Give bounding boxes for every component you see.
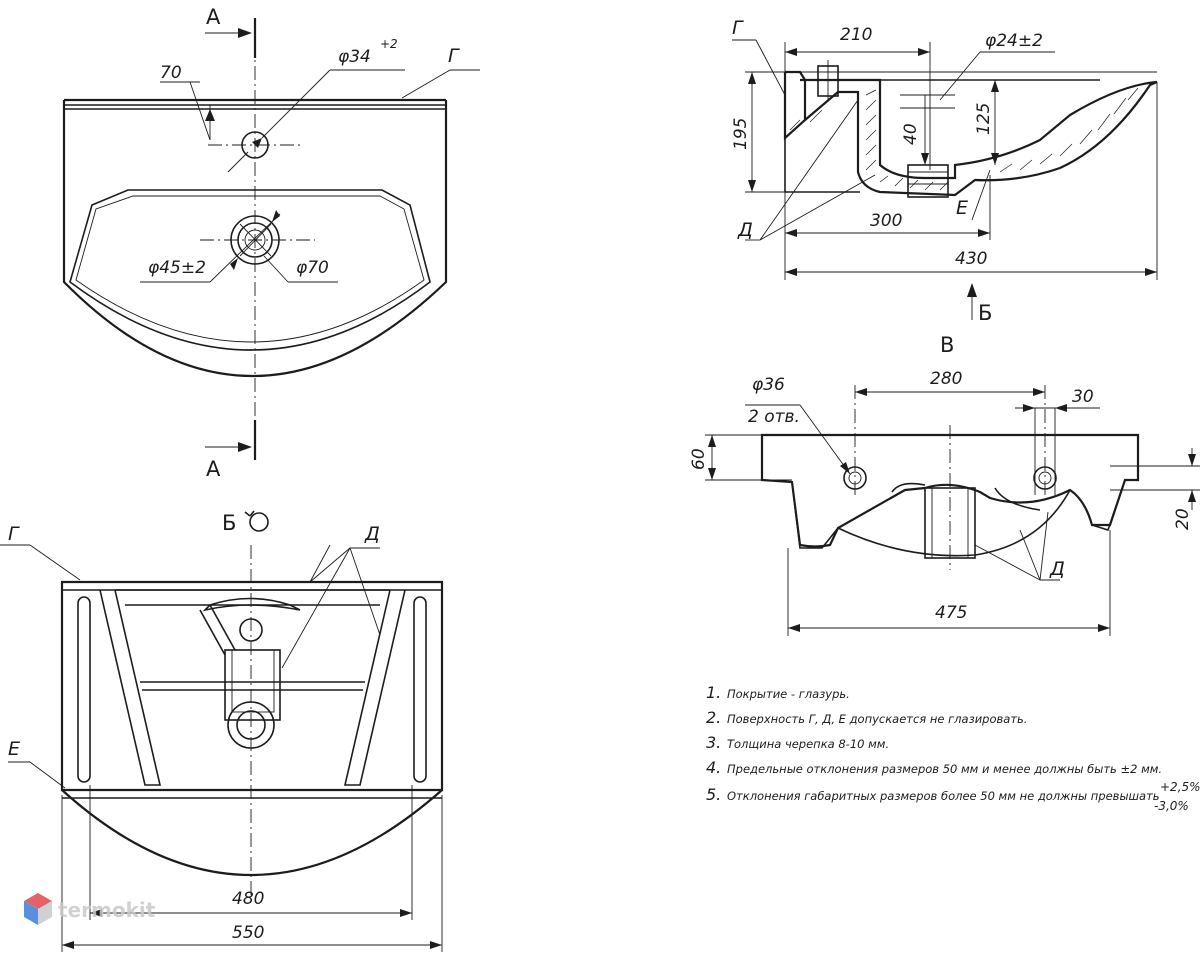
dim-280: 280 (930, 369, 962, 389)
side-outline (760, 433, 1140, 548)
dim-phi34-tol: +2 (380, 37, 398, 51)
dim-125: 125 (974, 103, 994, 135)
dim-300: 300 (870, 211, 902, 231)
note-5-text: Отклонения габаритных размеров более 50 … (727, 789, 1160, 803)
bowl-outline-top (69, 189, 431, 351)
note-4-number: 4. (706, 758, 721, 777)
dim-phi45: φ45±2 (148, 258, 206, 278)
dim-phi36: φ36 (752, 375, 785, 395)
dim-430: 430 (955, 249, 987, 269)
rear-view-title: Б (222, 511, 236, 535)
drain-outer-top (230, 215, 280, 265)
note-2-text: Поверхность Г, Д, Е допускается не глази… (727, 712, 1027, 726)
note-5-number: 5. (706, 785, 721, 804)
faucet-hole-top (241, 131, 269, 159)
dim-210: 210 (840, 25, 872, 45)
dim-480: 480 (232, 889, 264, 909)
dim-475: 475 (935, 603, 967, 623)
label-d-rear: Д (364, 523, 380, 545)
holes-count: 2 отв. (748, 407, 800, 427)
dim-phi24: φ24±2 (985, 31, 1043, 51)
basin-outline-top (62, 100, 448, 377)
dim-195: 195 (731, 118, 751, 150)
note-1-number: 1. (706, 683, 721, 702)
top-view: А А 70 φ34 +2 Г φ45±2 (62, 5, 480, 481)
label-d-side: Д (1049, 558, 1065, 580)
dim-phi70: φ70 (296, 258, 329, 278)
note-5-tol-plus: +2,5% (1160, 780, 1200, 794)
side-view: В 280 30 (689, 333, 1200, 636)
section-mark-a-top: А (206, 5, 221, 29)
label-e-rear: Е (8, 738, 20, 760)
label-g-top: Г (448, 45, 460, 67)
dim-40: 40 (901, 123, 921, 145)
note-1-text: Покрытие - глазурь. (727, 687, 850, 701)
side-view-title: В (940, 333, 954, 357)
section-rim-left (783, 70, 807, 141)
note-5-tol-minus: -3,0% (1154, 799, 1189, 813)
dim-550: 550 (232, 923, 264, 943)
label-g-section: Г (732, 17, 744, 39)
rotation-symbol-icon (249, 512, 269, 532)
watermark-text: termokit (58, 898, 156, 922)
note-2-number: 2. (706, 708, 721, 727)
rear-view: Б Г (0, 510, 444, 952)
rear-bowl-arc (61, 789, 443, 877)
note-4-text: Предельные отклонения размеров 50 мм и м… (727, 762, 1162, 776)
view-arrow-b: Б (978, 301, 992, 325)
dim-phi34: φ34 (338, 47, 371, 67)
notes-block: 1. Покрытие - глазурь. 2. Поверхность Г,… (706, 683, 1200, 813)
dim-60: 60 (689, 448, 709, 470)
dim-20: 20 (1173, 508, 1193, 530)
note-3-text: Толщина черепка 8-10 мм. (727, 737, 889, 751)
section-view: 210 φ24±2 195 40 125 Г 300 (731, 17, 1158, 325)
dim-30: 30 (1072, 387, 1094, 407)
note-3-number: 3. (706, 733, 721, 752)
label-d-section: Д (737, 219, 753, 241)
watermark-logo: termokit (24, 893, 156, 925)
label-e-section: Е (956, 197, 968, 219)
label-g-rear: Г (8, 523, 20, 545)
dim-70: 70 (160, 63, 182, 83)
section-mark-a-bottom: А (206, 457, 221, 481)
